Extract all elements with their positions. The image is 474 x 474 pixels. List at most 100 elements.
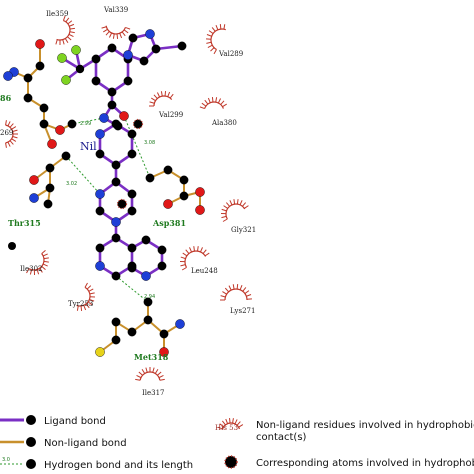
carbon-atom	[127, 189, 137, 199]
carbon-atom	[151, 44, 161, 54]
arc-lash	[141, 369, 146, 374]
arc-lash	[153, 94, 158, 99]
arc-lash	[180, 256, 186, 260]
arc-lash	[207, 97, 211, 103]
arc-lash	[149, 101, 155, 104]
arc-lash	[76, 305, 79, 311]
arc-lash	[160, 91, 163, 97]
carbon-atom	[145, 173, 155, 183]
arc-lash	[229, 200, 233, 206]
arc-lash	[206, 34, 212, 37]
carbon-atom	[127, 243, 137, 253]
arc-lash	[201, 102, 207, 107]
legend: Ligand bond Non-ligand bond 3.0 Hydrogen…	[0, 415, 474, 471]
hydrophobic-contact-arc-icon	[5, 120, 18, 148]
arc-lash	[69, 31, 75, 34]
carbon-atom	[8, 242, 16, 250]
arc-lash	[62, 15, 66, 21]
arc-lash	[43, 257, 49, 260]
arc-lash	[136, 374, 142, 379]
hydrophobic-residue-label: Ala380	[211, 119, 237, 127]
carbon-atom	[143, 315, 153, 325]
arc-lash	[207, 44, 213, 48]
arc-lash	[159, 378, 165, 381]
arc-lash	[164, 91, 167, 97]
hydrophobic-contact-arc-icon	[26, 249, 49, 276]
carbon-atom	[159, 329, 169, 339]
arc-curve	[210, 28, 226, 51]
carbon-atom	[139, 56, 149, 66]
fluorine-atom	[57, 53, 67, 63]
arc-lash	[236, 199, 239, 205]
carbon-atom	[127, 263, 137, 273]
arc-curve	[28, 253, 45, 271]
hydrophobic-contact-atom	[132, 118, 144, 130]
carbon-atom	[35, 61, 45, 71]
hydrophobic-contact-arc-icon	[220, 284, 252, 301]
arc-curve	[105, 25, 126, 35]
carbon-atom	[45, 163, 55, 173]
carbon-atom	[39, 103, 49, 113]
hydrophobic-residue-label: Ile302	[20, 265, 43, 273]
carbon-atom	[91, 54, 101, 64]
arc-lash	[7, 141, 11, 147]
arc-lash	[121, 31, 126, 37]
arc-lash	[64, 38, 69, 43]
hydrogen-bond	[115, 275, 149, 303]
arc-lash	[151, 97, 156, 102]
hydrophobic-contact-arc-icon	[135, 367, 165, 381]
nitrogen-atom	[141, 271, 151, 281]
carbon-atom	[61, 151, 71, 161]
hydrophobic-contact-arc-icon	[55, 15, 75, 45]
partial-residue-label: 269	[0, 129, 13, 137]
oxygen-atom	[29, 175, 39, 185]
hydrophobic-arc-layer	[5, 15, 252, 381]
arc-lash	[221, 215, 227, 219]
arc-lash	[220, 295, 226, 298]
hbond-distance-label: 2.99	[80, 121, 91, 127]
arc-lash	[84, 282, 88, 288]
arc-lash	[202, 249, 207, 254]
arc-lash	[156, 92, 161, 98]
arc-lash	[12, 136, 18, 139]
arc-lash	[85, 303, 90, 309]
arc-lash	[239, 200, 243, 206]
legend-hydrophobic-text-line: contact(s)	[256, 432, 307, 443]
carbon-atom	[111, 271, 121, 281]
legend-hbond-text: Hydrogen bond and its length	[44, 460, 193, 471]
arc-lash	[67, 20, 73, 25]
ligand-name-label: Nil	[80, 140, 97, 153]
carbon-atom	[127, 327, 137, 337]
hydrophobic-contact-arc-icon	[179, 246, 210, 271]
carbon-atom	[157, 245, 167, 255]
carbon-atom	[111, 233, 121, 243]
arc-curve	[5, 124, 14, 144]
arc-lash	[244, 205, 249, 209]
legend-hydrophobic-text: Non-ligand residues involved in hydropho…	[256, 420, 474, 443]
arc-lash	[222, 103, 227, 108]
hydrophobic-contact-arc-icon	[220, 199, 249, 222]
arc-lash	[41, 266, 46, 271]
carbon-atom	[127, 149, 137, 159]
oxygen-atom	[119, 111, 129, 121]
hydrophobic-residue-label: Val339	[103, 6, 128, 14]
carbon-atom	[179, 175, 189, 185]
arc-lash	[193, 246, 195, 252]
legend-hbond-value: 3.0	[2, 457, 10, 463]
nitrogen-atom	[99, 113, 109, 123]
nitrogen-atom	[175, 319, 185, 329]
arc-curve	[225, 203, 246, 220]
arc-curve	[221, 422, 241, 430]
nitrogen-atom	[145, 29, 155, 39]
carbon-atom	[23, 73, 33, 83]
arc-lash	[217, 426, 223, 430]
arc-lash	[206, 41, 212, 44]
arc-lash	[185, 249, 190, 254]
carbon-atom	[157, 261, 167, 271]
arc-lash	[215, 24, 219, 30]
carbon-atom	[95, 206, 105, 216]
hydrophobic-contact-arc-icon	[149, 91, 174, 107]
hydrophobic-contact-arc-icon	[101, 25, 131, 39]
arc-lash	[208, 30, 214, 34]
arc-lash	[62, 39, 65, 45]
